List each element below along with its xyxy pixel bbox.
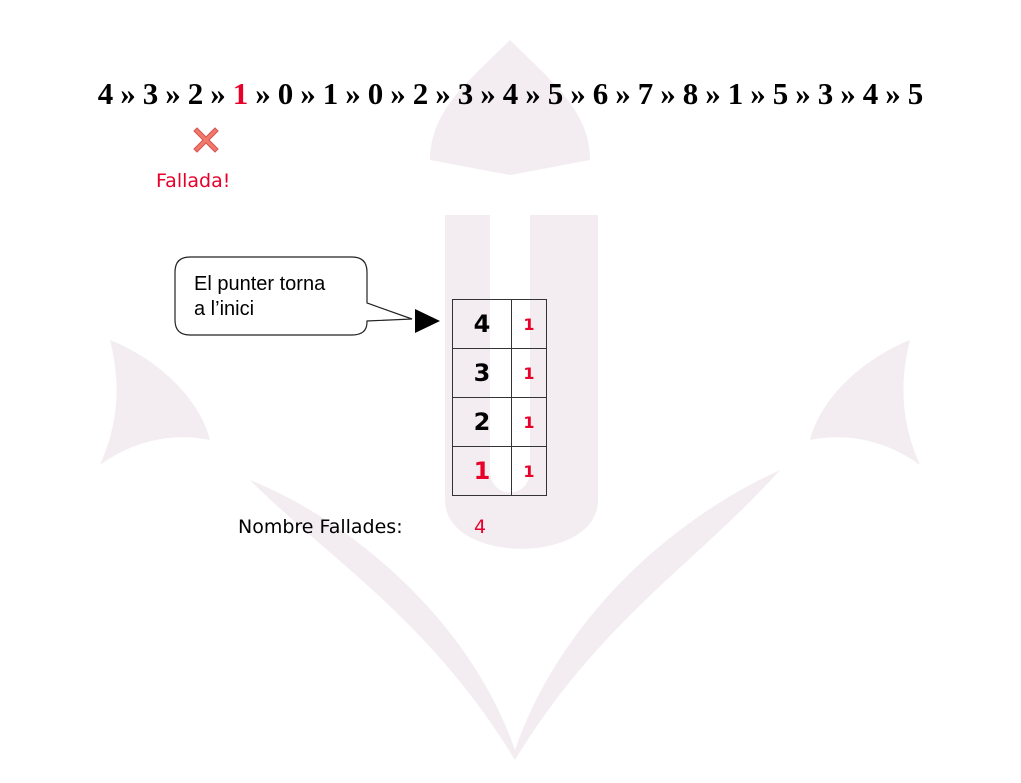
pointer-arrow-icon: [415, 309, 440, 333]
callout-line-2: a l’inici: [194, 298, 255, 320]
sequence-item: 4: [862, 76, 879, 111]
sequence-separator: »: [795, 76, 811, 111]
sequence-item: 2: [187, 76, 204, 111]
sequence-separator: »: [165, 76, 181, 111]
sequence-separator: »: [840, 76, 856, 111]
sequence-separator: »: [570, 76, 586, 111]
sequence-separator: »: [750, 76, 766, 111]
sequence-separator: »: [345, 76, 361, 111]
frame-count: 1: [511, 299, 547, 349]
sequence-item: 4: [502, 76, 519, 111]
sequence-item: 5: [772, 76, 789, 111]
frame-value: 1: [452, 446, 512, 496]
frame-value: 2: [452, 397, 512, 447]
sequence-item: 3: [457, 76, 474, 111]
frame-count: 1: [511, 397, 547, 447]
frame-value: 3: [452, 348, 512, 398]
sequence-separator: »: [390, 76, 406, 111]
sequence-separator: »: [615, 76, 631, 111]
reference-sequence: 4»3»2»1»0»1»0»2»3»4»5»6»7»8»1»5»3»4»5: [0, 76, 1021, 112]
callout-text: El punter torna a l’inici: [194, 272, 325, 322]
sequence-item: 3: [817, 76, 834, 111]
sequence-separator: »: [705, 76, 721, 111]
sequence-item: 1: [322, 76, 339, 111]
sequence-separator: »: [435, 76, 451, 111]
sequence-item: 4: [97, 76, 114, 111]
fault-label: Fallada!: [156, 170, 231, 192]
frame-count: 1: [511, 348, 547, 398]
sequence-item: 8: [682, 76, 699, 111]
sequence-separator: »: [255, 76, 271, 111]
sequence-item: 1: [727, 76, 744, 111]
callout-line-1: El punter torna: [194, 273, 326, 295]
x-icon: [193, 127, 219, 153]
fault-count-value: 4: [474, 516, 487, 538]
sequence-item: 1: [232, 76, 249, 111]
sequence-separator: »: [210, 76, 226, 111]
sequence-separator: »: [120, 76, 136, 111]
sequence-item: 7: [637, 76, 654, 111]
sequence-item: 5: [907, 76, 924, 111]
sequence-separator: »: [885, 76, 901, 111]
sequence-item: 3: [142, 76, 159, 111]
sequence-separator: »: [480, 76, 496, 111]
sequence-separator: »: [300, 76, 316, 111]
sequence-item: 0: [367, 76, 384, 111]
sequence-item: 5: [547, 76, 564, 111]
sequence-item: 6: [592, 76, 609, 111]
sequence-item: 0: [277, 76, 294, 111]
sequence-item: 2: [412, 76, 429, 111]
sequence-separator: »: [660, 76, 676, 111]
frame-count: 1: [511, 446, 547, 496]
frame-value: 4: [452, 299, 512, 349]
fault-count-label: Nombre Fallades:: [238, 516, 403, 538]
sequence-separator: »: [525, 76, 541, 111]
